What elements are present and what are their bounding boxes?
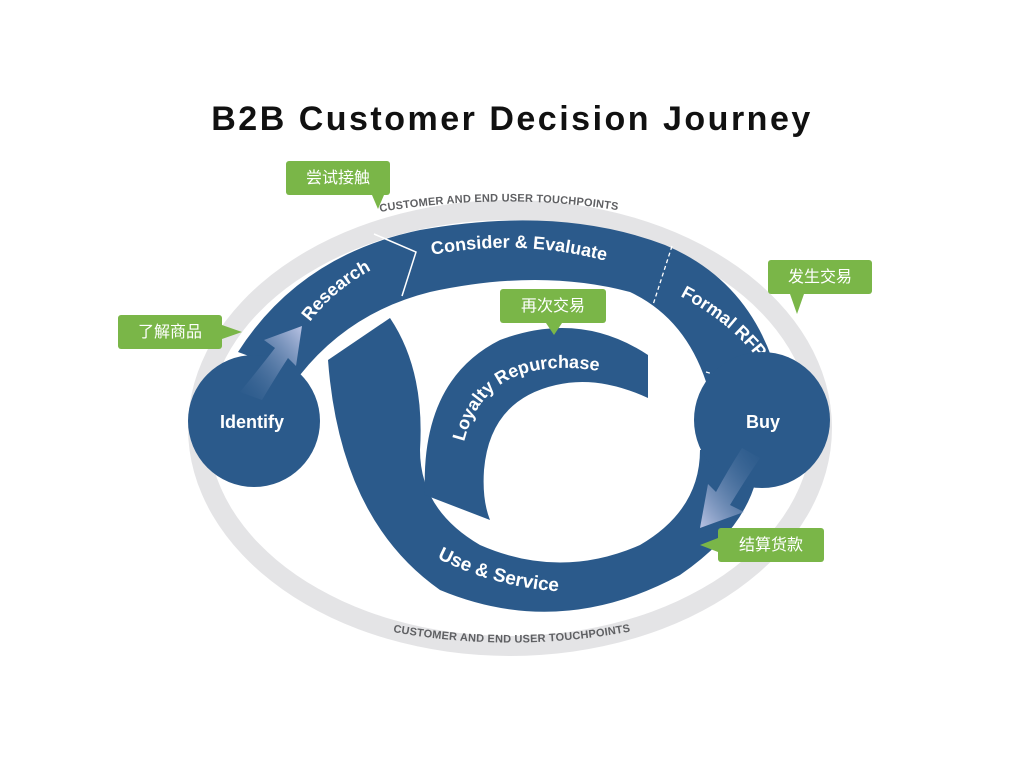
identify-to-research-arrow: [240, 326, 302, 400]
callout-transaction-text: 发生交易: [787, 267, 852, 286]
callout-repurchase-tail: [546, 323, 562, 335]
callout-understand-text: 了解商品: [137, 322, 202, 341]
research-divider: [373, 233, 417, 297]
callout-payment: 结算货款: [700, 528, 824, 562]
buy-to-service-arrow: [700, 448, 760, 528]
callout-try-text: 尝试接触: [305, 168, 370, 187]
buy-label: Buy: [746, 412, 780, 432]
use-service-arc: [328, 318, 760, 612]
loyalty-arc: [424, 328, 648, 520]
page-title: B2B Customer Decision Journey: [211, 100, 813, 138]
callout-understand-tail: [222, 325, 242, 339]
buy-node: [694, 352, 830, 488]
callout-try: 尝试接触: [286, 161, 390, 209]
upper-journey-arc: [238, 220, 782, 395]
callout-transaction-tail: [790, 294, 804, 314]
identify-label: Identify: [220, 412, 284, 432]
callout-transaction: 发生交易: [768, 260, 872, 314]
callout-try-tail: [372, 195, 384, 209]
rfp-divider: [651, 245, 673, 309]
callout-repurchase: 再次交易: [500, 289, 606, 335]
callout-understand: 了解商品: [118, 315, 242, 349]
callout-payment-tail: [700, 538, 718, 552]
callout-repurchase-text: 再次交易: [520, 296, 585, 315]
callout-payment-text: 结算货款: [738, 535, 803, 554]
identify-node: [188, 355, 320, 487]
